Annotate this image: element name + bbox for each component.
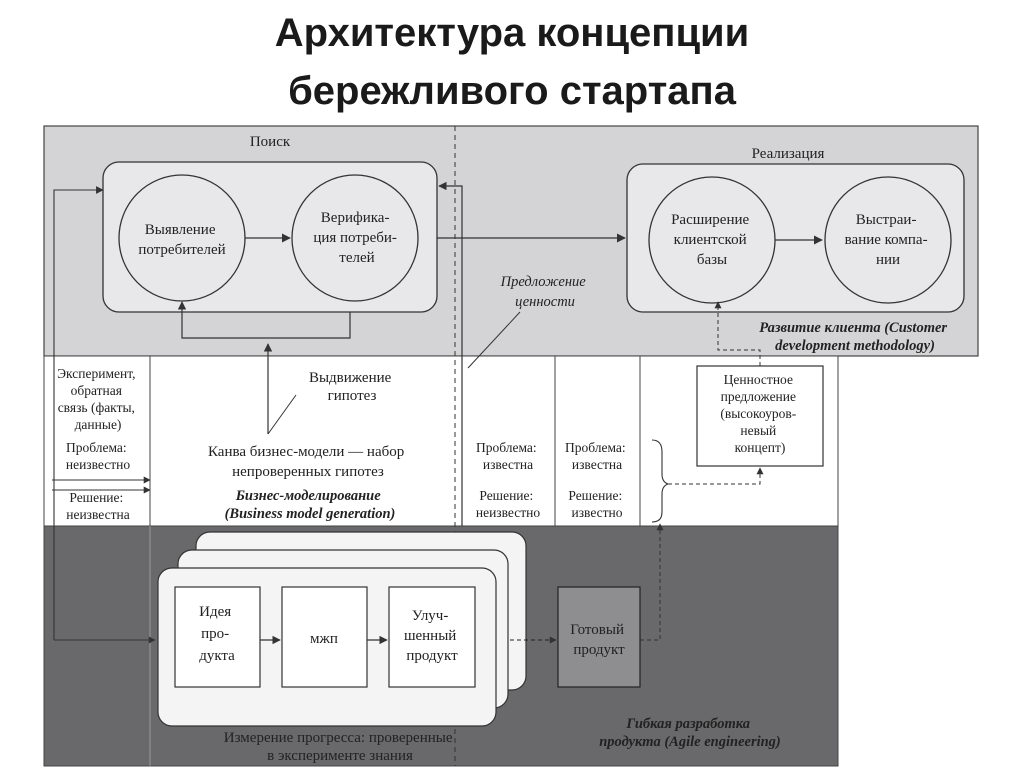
col1-problem-label: Проблема: известна: [476, 440, 540, 472]
slide-title-line-2: бережливого стартапа: [288, 69, 736, 113]
col2-problem-label: Проблема: известна: [565, 440, 629, 472]
feedback-label: Эксперимент, обратная связь (факты, данн…: [57, 366, 139, 432]
mvp-text: мжп: [310, 631, 338, 647]
slide-title-line-1: Архитектура концепции: [274, 11, 750, 55]
value-concept-text: Ценностное предложение (высокоуров- невы…: [720, 372, 799, 455]
idea-text: Идея про- дукта: [199, 604, 235, 664]
circle-customer-validation-text: Верифика- ция потреби- телей: [313, 210, 400, 266]
solution-unknown-label: Решение: неизвестна: [66, 490, 130, 522]
value-concept-box: [696, 365, 824, 467]
col1-solution-label: Решение: неизвестно: [476, 488, 541, 520]
execution-label: Реализация: [752, 146, 825, 162]
customer-development-label: Развитие клиента (Customer development m…: [759, 320, 950, 354]
idea-box: [174, 586, 261, 688]
circle-company-building: [824, 176, 952, 304]
circle-customer-discovery: [118, 174, 246, 302]
canvas-label: Канва бизнес-модели — набор непроверенны…: [208, 444, 408, 480]
hypotheses-label: Выдвижение гипотез: [309, 370, 395, 404]
circle-customer-validation: [291, 174, 419, 302]
slide-title: Архитектура концепции бережливого старта…: [0, 4, 1024, 120]
circle-company-building-text: Выстраи- вание компа- нии: [845, 212, 932, 268]
improved-box: [388, 586, 476, 688]
business-model-generation-label: Бизнес-моделирование (Business model gen…: [225, 488, 396, 522]
circle-customer-discovery-text: Выявление потребителей: [138, 222, 225, 258]
mvp-box: [281, 586, 368, 688]
measure-label: Измерение прогресса: проверенные в экспе…: [224, 730, 456, 764]
col2-solution-label: Решение: известно: [568, 488, 625, 520]
improved-text: Улуч- шенный продукт: [404, 608, 460, 664]
problem-unknown-label: Проблема: неизвестно: [66, 440, 131, 472]
ready-product-box: [557, 586, 641, 688]
value-proposition-label: Предложение ценности: [500, 274, 590, 310]
agile-engineering-label: Гибкая разработка продукта (Agile engine…: [599, 716, 781, 750]
search-label: Поиск: [250, 134, 291, 150]
circle-customer-creation-text: Расширение клиентской базы: [671, 212, 753, 268]
ready-product-text: Готовый продукт: [570, 622, 627, 658]
